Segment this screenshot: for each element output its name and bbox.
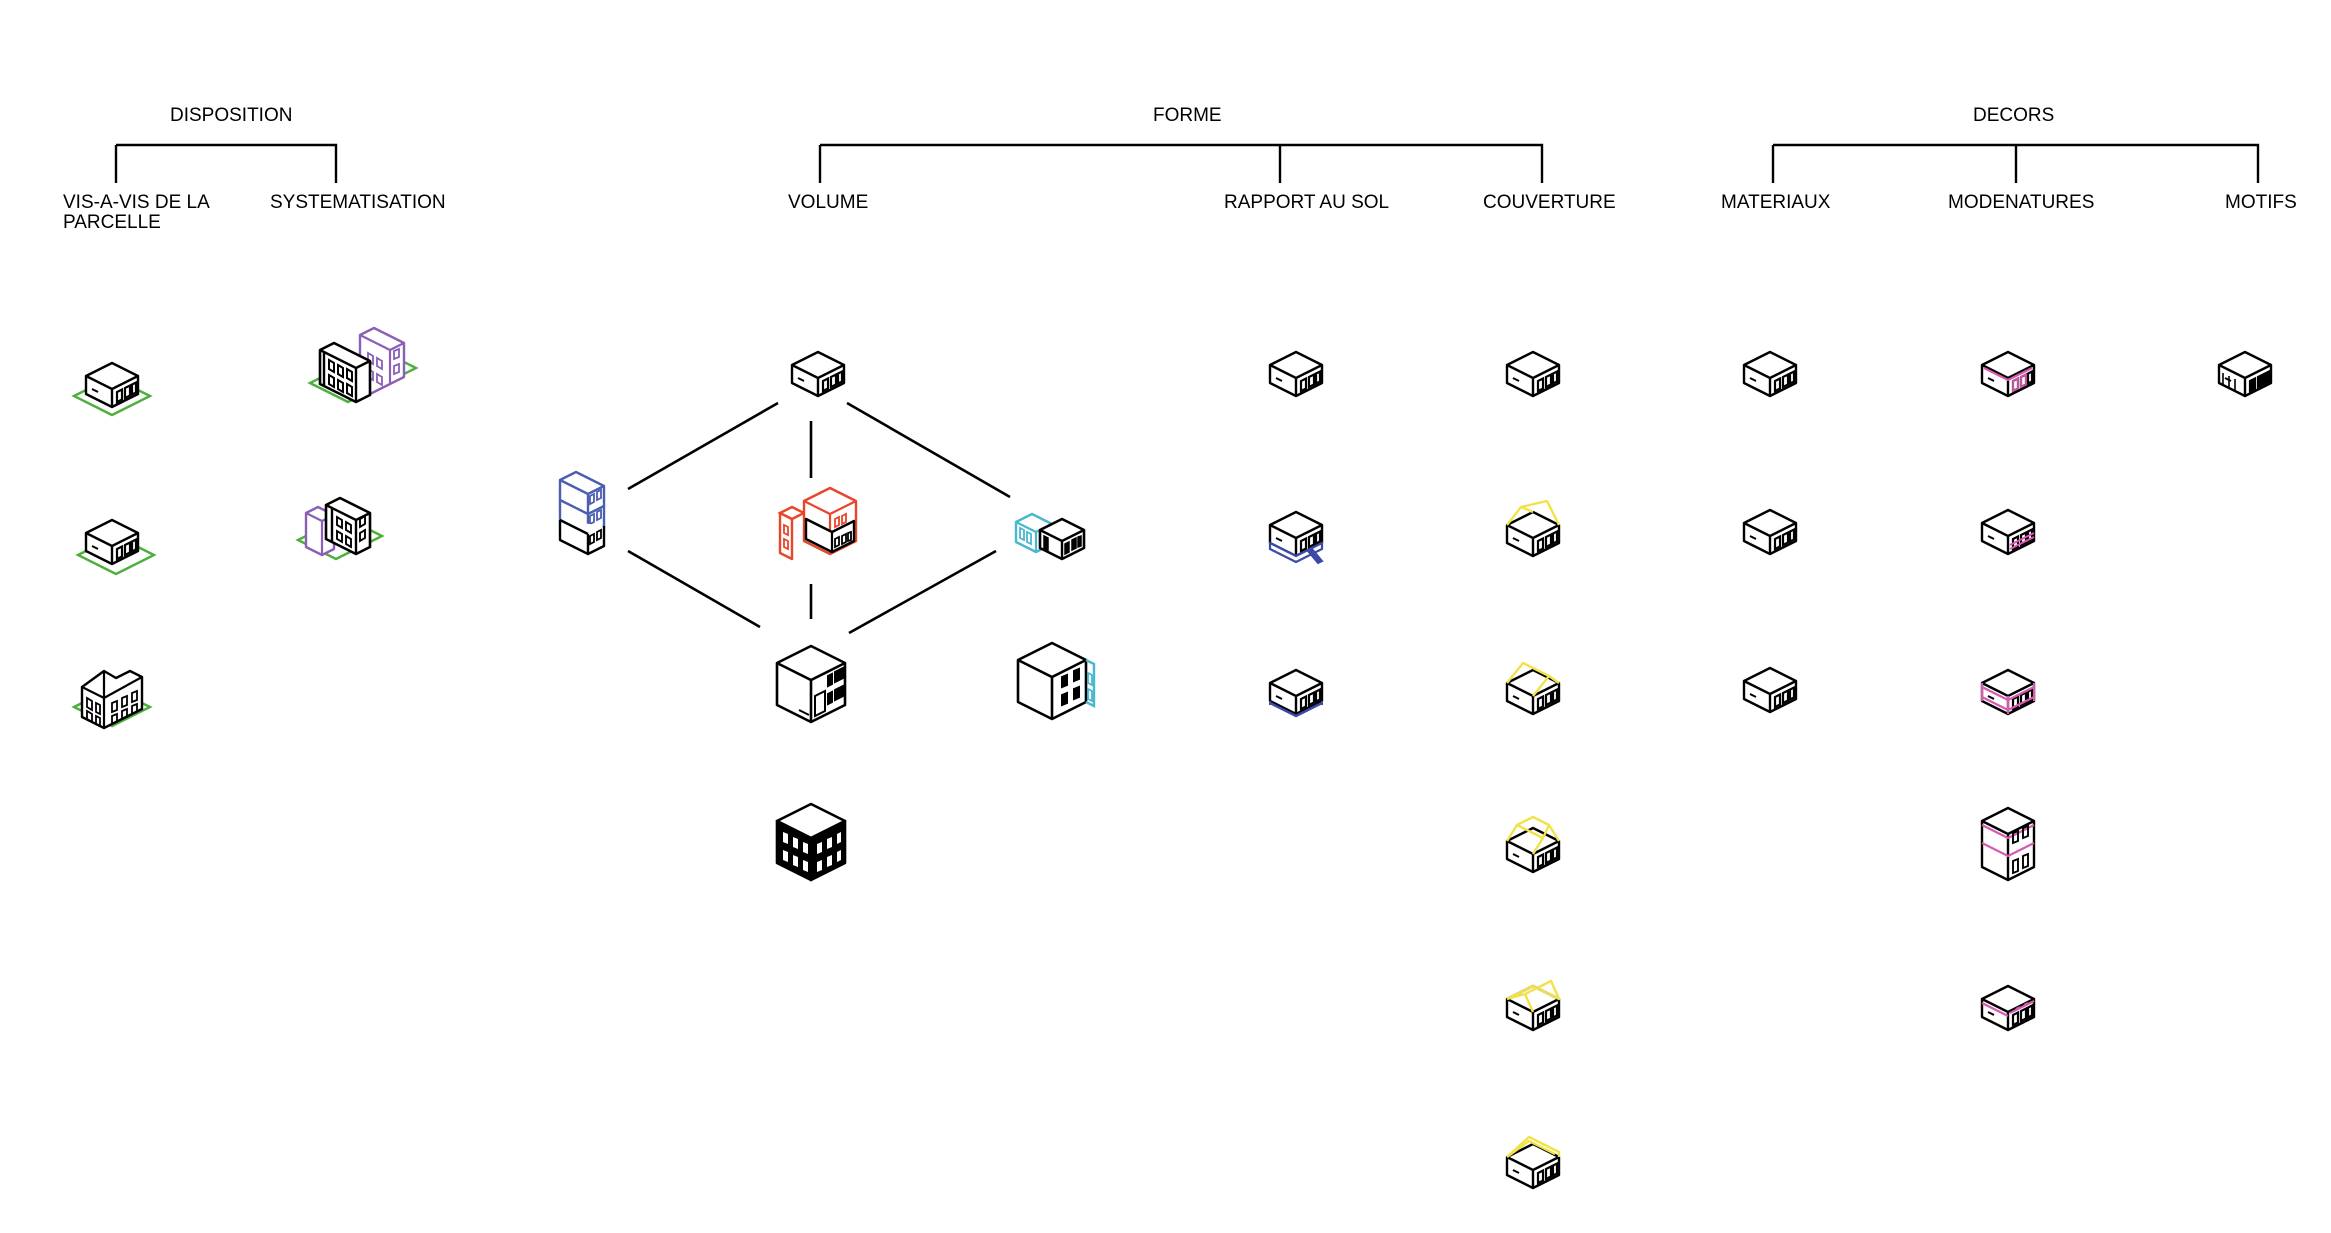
building-trim-icon — [1980, 984, 2036, 1032]
building-icon — [790, 350, 846, 398]
tall-building-trim-icon — [1980, 806, 2036, 882]
building-icon — [1742, 350, 1798, 398]
couverture-label: COUVERTURE — [1483, 192, 1616, 213]
building-stair-icon — [1268, 510, 1324, 565]
building-trim-icon — [1980, 350, 2036, 398]
building-base-icon — [1268, 668, 1324, 718]
building-icon — [1505, 350, 1561, 398]
solid-cube-icon — [775, 802, 847, 882]
building-pattern-icon — [2217, 350, 2273, 398]
rapport-au-sol-label: RAPPORT AU SOL — [1224, 192, 1389, 213]
building-roof-icon — [1505, 1135, 1561, 1190]
cube-building-icon — [775, 644, 847, 724]
tree-lines — [114, 143, 2260, 183]
volume-connectors — [627, 401, 1011, 635]
systematisation-label: SYSTEMATISATION — [270, 192, 446, 213]
stacked-building-icon — [558, 470, 606, 556]
expanded-building-icon — [777, 486, 858, 561]
building-roof-icon — [1505, 661, 1561, 716]
forme-bracket — [818, 143, 1544, 183]
paired-building-icon — [295, 496, 385, 561]
materiaux-label: MATERIAUX — [1721, 192, 1831, 213]
volume-label: VOLUME — [788, 192, 868, 213]
building-icon — [1742, 666, 1798, 714]
vis-a-vis-label-line1: VIS-A-VIS DE LA — [63, 192, 210, 213]
forme-title: FORME — [1153, 105, 1222, 126]
decors-title: DECORS — [1973, 105, 2054, 126]
building-icon — [1268, 350, 1324, 398]
side-extension-icon — [1014, 512, 1086, 561]
building-ground-icon — [76, 518, 156, 576]
building-icon — [1742, 508, 1798, 556]
building-trim-icon — [1980, 668, 2036, 716]
building-roof-icon — [1505, 499, 1561, 558]
disposition-bracket — [114, 143, 338, 183]
modenatures-label: MODENATURES — [1948, 192, 2094, 213]
vis-a-vis-label-line2: PARCELLE — [63, 212, 161, 233]
building-roof-icon — [1505, 979, 1561, 1032]
building-trim-icon — [1980, 508, 2036, 556]
disposition-title: DISPOSITION — [170, 105, 292, 126]
corner-building-ground-icon — [71, 669, 153, 730]
double-building-icon — [307, 326, 419, 404]
building-ground-icon — [72, 361, 152, 417]
cube-side-icon — [1016, 641, 1096, 721]
decors-bracket — [1771, 143, 2260, 183]
motifs-label: MOTIFS — [2225, 192, 2297, 213]
building-roof-icon — [1505, 815, 1561, 874]
